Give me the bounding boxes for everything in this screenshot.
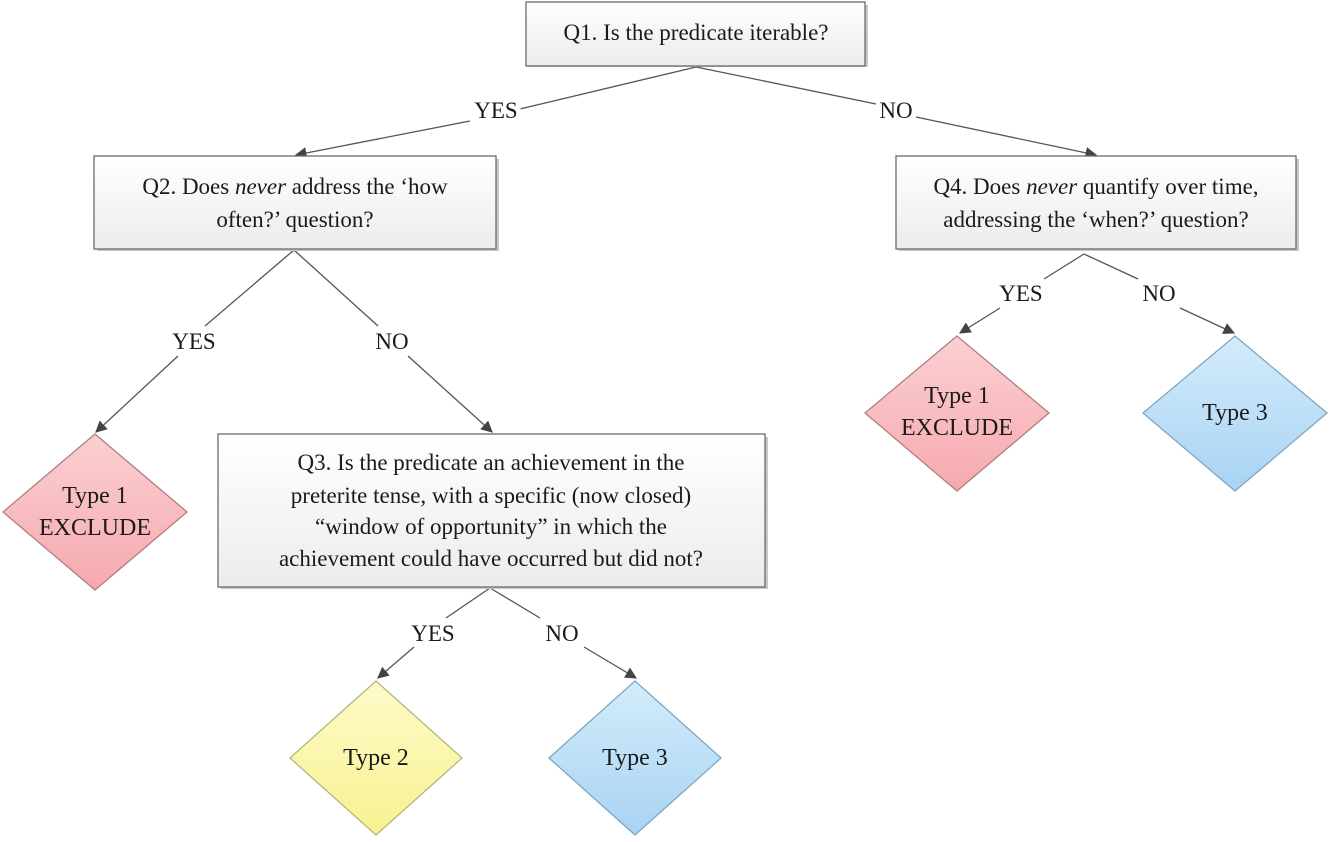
outcome-diamond-type1-exclude-left: Type 1 EXCLUDE	[1, 433, 189, 591]
edge-label-q2-yes: YES	[172, 329, 215, 354]
edge-q3-type3-arrow	[583, 646, 638, 679]
edge-q4-type3-arrow	[1179, 307, 1236, 334]
edge-q3-type2	[445, 587, 491, 619]
question-box-q3: Q3. Is the predicate an achievement in t…	[217, 433, 768, 589]
edge-label-q1-yes: YES	[474, 98, 517, 123]
question-q3-line4: achievement could have occurred but did …	[279, 546, 703, 571]
edge-q4-type1	[1043, 253, 1085, 280]
edge-label-q4-yes: YES	[999, 281, 1042, 306]
outcome-diamond-type1-exclude-right: Type 1 EXCLUDE	[863, 335, 1051, 492]
edge-q1-q4	[695, 66, 877, 105]
outcome-diamond-type3-bottom: Type 3	[548, 680, 722, 836]
outcome-diamond-type3-right: Type 3	[1141, 335, 1329, 492]
outcome-diamond-type2: Type 2	[289, 680, 463, 836]
edge-label-background	[408, 621, 458, 646]
edge-q1-q4-arrow	[915, 116, 1098, 159]
edge-label-background	[471, 98, 521, 123]
edge-q4-type1-arrow	[959, 307, 1001, 334]
edge-q2-type1-arrow	[95, 355, 179, 433]
outcome-type3-right-label: Type 3	[1202, 400, 1268, 426]
edge-q4-type3	[1083, 253, 1139, 280]
question-q1-text: Q1. Is the predicate iterable?	[563, 20, 828, 45]
edge-label-q2-no: NO	[375, 329, 408, 354]
edge-q3-type2-arrow	[377, 646, 415, 679]
question-box-q2: Q2. Does never address the ‘how often?’ …	[93, 155, 499, 251]
edge-label-background	[169, 329, 219, 354]
question-q2-line2: often?’ question?	[216, 207, 373, 232]
question-q2-line1: Q2. Does never address the ‘how	[142, 174, 448, 199]
outcome-type2-label: Type 2	[343, 745, 409, 771]
outcome-type1-left-line1: Type 1	[62, 483, 128, 509]
edge-label-q3-no: NO	[545, 621, 578, 646]
outcome-type1-right-line1: Type 1	[924, 383, 990, 409]
edge-q3-type3	[489, 587, 541, 619]
edge-q2-q3	[293, 249, 379, 327]
edge-label-q3-yes: YES	[411, 621, 454, 646]
outcome-type1-left-line2: EXCLUDE	[39, 515, 151, 541]
edge-labels: YES NO YES NO YES NO YES NO	[169, 98, 1179, 646]
question-q3-line1: Q3. Is the predicate an achievement in t…	[297, 450, 684, 475]
edge-q2-type1	[204, 249, 295, 327]
edge-label-q1-no: NO	[879, 98, 912, 123]
edge-label-background	[1139, 281, 1179, 306]
question-box-q1: Q1. Is the predicate iterable?	[525, 1, 868, 67]
edge-q1-q2-arrow	[294, 120, 471, 159]
edges	[95, 66, 1236, 679]
question-q3-line2: preterite tense, with a specific (now cl…	[291, 483, 691, 508]
edge-label-background	[996, 281, 1046, 306]
question-q4-line1: Q4. Does never quantify over time,	[933, 174, 1258, 199]
edge-label-background	[372, 329, 412, 354]
edge-q1-q2	[519, 66, 697, 110]
edge-label-q4-no: NO	[1142, 281, 1175, 306]
edge-label-background	[876, 98, 916, 123]
question-box-q4: Q4. Does never quantify over time, addre…	[895, 155, 1299, 251]
question-q3-line3: “window of opportunity” in which the	[315, 514, 667, 539]
edge-label-background	[542, 621, 582, 646]
outcome-type3-bottom-label: Type 3	[602, 745, 668, 771]
edge-q2-q3-arrow	[407, 355, 493, 433]
outcome-type1-right-line2: EXCLUDE	[901, 415, 1013, 441]
question-q4-line2: addressing the ‘when?’ question?	[943, 207, 1249, 232]
